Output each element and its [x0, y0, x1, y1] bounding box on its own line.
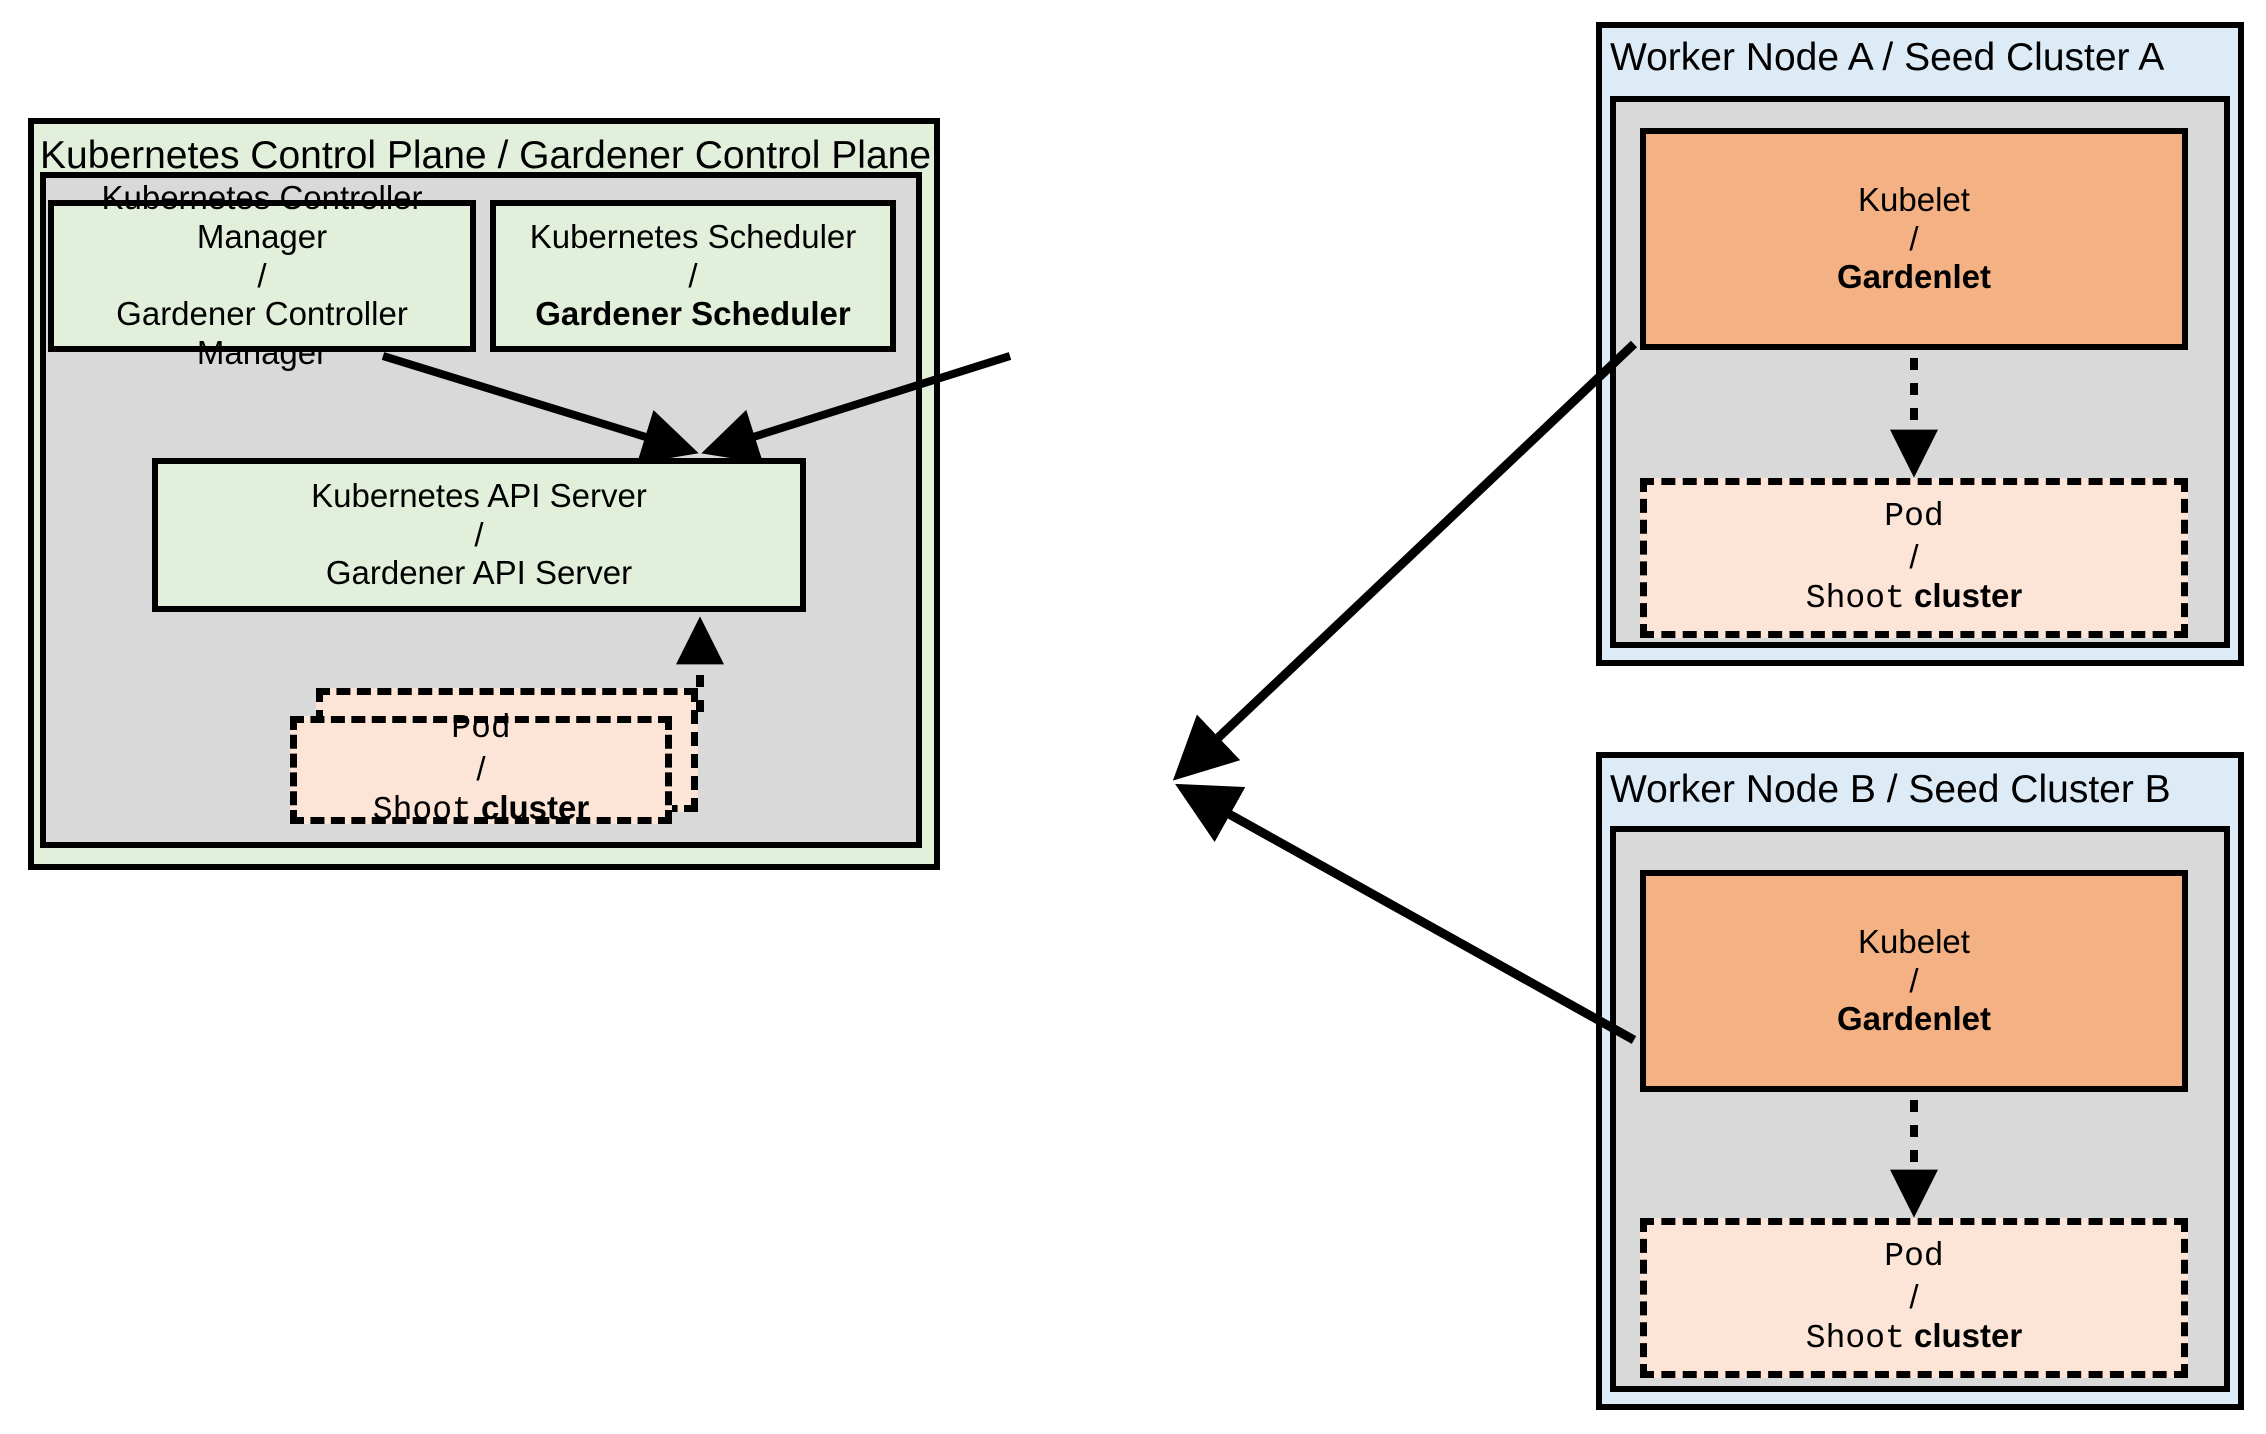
worker-node-a-kubelet-separator: /	[1909, 219, 1919, 257]
scheduler-box: Kubernetes Scheduler / Gardener Schedule…	[490, 200, 896, 352]
worker-node-b-kubelet-separator: /	[1909, 961, 1919, 999]
worker-node-b-kubelet-line2: Gardenlet	[1836, 1000, 1992, 1038]
worker-node-a-pod-line2-bold: cluster	[1913, 577, 2023, 615]
scheduler-line1: Kubernetes Scheduler	[529, 217, 857, 255]
control-plane-pod-box: Pod / Shoot cluster	[290, 710, 672, 829]
worker-node-a-pod-line2-mono: Shoot	[1805, 580, 1905, 618]
worker-node-b-pod-box: Pod / Shoot cluster	[1640, 1218, 2188, 1378]
api-server-box: Kubernetes API Server / Gardener API Ser…	[152, 458, 806, 612]
api-server-line2: Gardener API Server	[325, 554, 633, 592]
controller-manager-line2: Gardener Controller Manager	[116, 295, 408, 372]
api-server-separator: /	[474, 515, 484, 553]
worker-node-a-pod-box: Pod / Shoot cluster	[1640, 478, 2188, 638]
worker-node-b-pod-line2-bold: cluster	[1913, 1317, 2023, 1355]
scheduler-line2: Gardener Scheduler	[535, 295, 851, 333]
worker-node-b-title: Worker Node B / Seed Cluster B	[1610, 768, 2171, 811]
worker-node-a-pod-line2: Shoot cluster	[1647, 576, 2181, 619]
api-server-line1: Kubernetes API Server	[311, 476, 647, 514]
controller-manager-line1: Kubernetes Controller Manager	[101, 178, 423, 255]
worker-node-a-kubelet-box: Kubelet / Gardenlet	[1640, 128, 2188, 350]
worker-node-a-pod-separator: /	[1909, 537, 1919, 575]
worker-node-b-pod-line1: Pod	[1884, 1238, 1944, 1276]
control-plane-pod-line2-bold: cluster	[480, 789, 590, 827]
scheduler-separator: /	[688, 256, 698, 294]
control-plane-pod-separator: /	[476, 749, 486, 787]
worker-node-a-kubelet-line1: Kubelet	[1858, 180, 1970, 218]
arrow-gardenlet-a-to-api-server	[1172, 340, 1638, 781]
control-plane-pod-line2: Shoot cluster	[297, 788, 665, 831]
arrow-gardenlet-b-to-api-server	[1174, 783, 1637, 1044]
worker-node-b-pod-separator: /	[1909, 1277, 1919, 1315]
control-plane-pod-line1: Pod	[451, 710, 511, 748]
controller-manager-separator: /	[257, 256, 267, 294]
worker-node-a-pod-line1: Pod	[1884, 498, 1944, 536]
worker-node-b-kubelet-line1: Kubelet	[1858, 922, 1970, 960]
control-plane-pod-line2-mono: Shoot	[372, 792, 472, 830]
worker-node-b-pod-line2: Shoot cluster	[1647, 1316, 2181, 1359]
worker-node-a-title: Worker Node A / Seed Cluster A	[1610, 36, 2165, 79]
worker-node-a-kubelet-line2: Gardenlet	[1836, 258, 1992, 296]
control-plane-title: Kubernetes Control Plane / Gardener Cont…	[40, 134, 932, 177]
worker-node-b-kubelet-box: Kubelet / Gardenlet	[1640, 870, 2188, 1092]
worker-node-b-pod-line2-mono: Shoot	[1805, 1320, 1905, 1358]
controller-manager-box: Kubernetes Controller Manager / Gardener…	[48, 179, 476, 371]
